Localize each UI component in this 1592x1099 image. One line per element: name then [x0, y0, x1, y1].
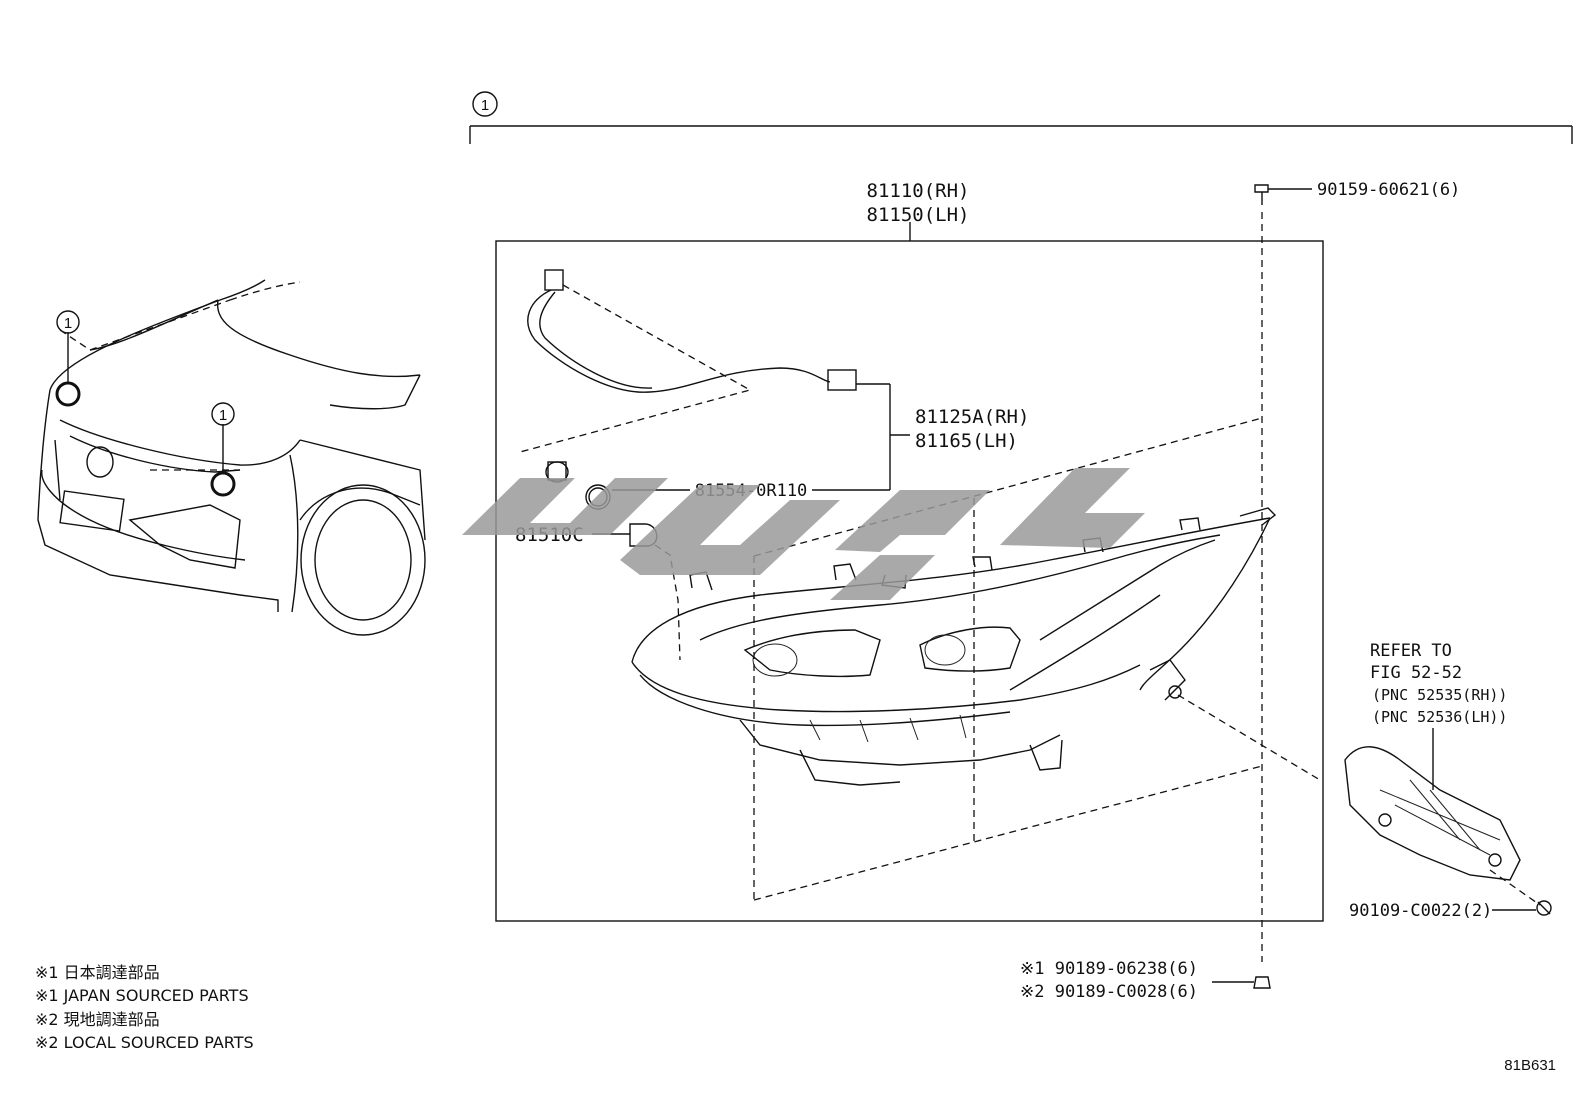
- bracket-screw-part-number: 90109-C0022(2): [1349, 901, 1492, 921]
- screw-top-illustration: [1254, 184, 1312, 205]
- refer-to-line4: (PNC 52536(LH)): [1372, 708, 1507, 726]
- legend-line-3: ※2 現地調達部品: [35, 1010, 160, 1029]
- legend-line-1: ※1 日本調達部品: [35, 963, 160, 982]
- bottom-screw-line1: ※1 90189-06238(6): [1020, 959, 1198, 979]
- callout-number-vehicle-right: 1: [219, 407, 227, 424]
- brand-watermark-logo: [462, 468, 1145, 600]
- bracket-illustration: [1344, 728, 1521, 881]
- legend-line-2: ※1 JAPAN SOURCED PARTS: [35, 986, 249, 1005]
- callout-number-top: 1: [481, 97, 489, 114]
- wire-harness-part-lh: 81165(LH): [915, 430, 1018, 452]
- wire-harness-part-rh: 81125A(RH): [915, 406, 1029, 428]
- screw-bottom-illustration: [1212, 976, 1271, 989]
- assembly-bracket: 1: [469, 91, 1573, 144]
- refer-to-line1: REFER TO: [1370, 641, 1452, 661]
- callout-number-vehicle-left: 1: [64, 315, 72, 332]
- legend-line-4: ※2 LOCAL SOURCED PARTS: [35, 1033, 254, 1052]
- headlamp-unit-illustration: [631, 507, 1277, 786]
- bracket-screw-illustration: [1492, 900, 1552, 916]
- bottom-screw-line2: ※2 90189-C0028(6): [1020, 982, 1198, 1002]
- headlamp-part-lh: 81150(LH): [867, 204, 970, 226]
- wire-harness-illustration: [519, 269, 910, 490]
- exploded-view-lines: [753, 212, 1541, 962]
- refer-to-line3: (PNC 52535(RH)): [1372, 686, 1507, 704]
- refer-to-line2: FIG 52-52: [1370, 663, 1462, 683]
- diagram-code: 81B631: [1504, 1057, 1556, 1074]
- screw-top-part-number: 90159-60621(6): [1317, 180, 1460, 200]
- vehicle-front-illustration: 1 1: [37, 279, 426, 636]
- headlamp-part-rh: 81110(RH): [867, 180, 970, 202]
